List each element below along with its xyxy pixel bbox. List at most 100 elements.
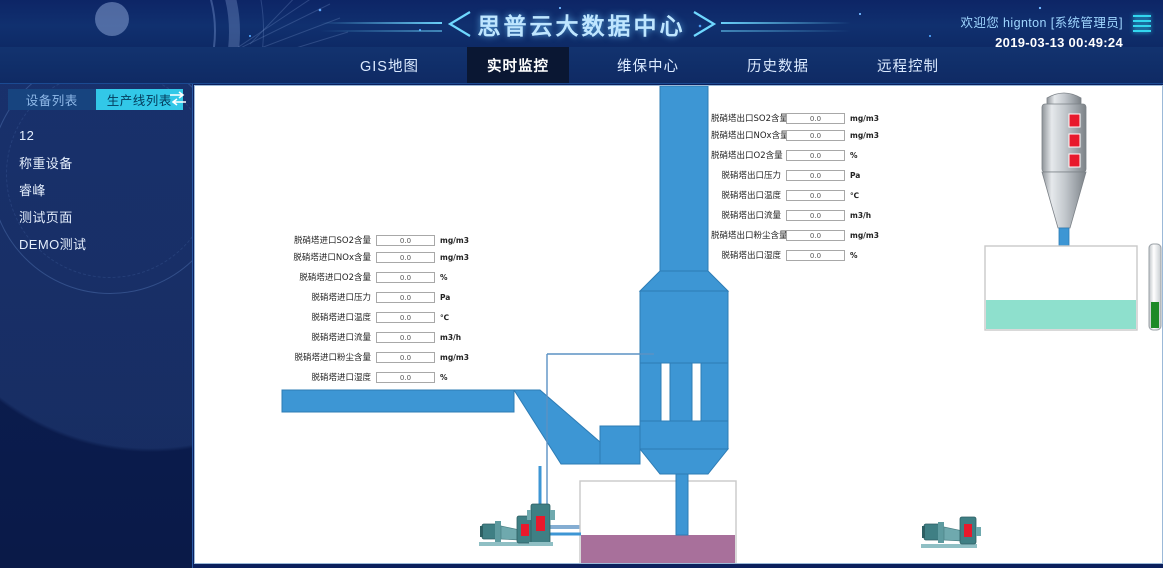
signal-line-3 — [546, 527, 584, 546]
param-unit: Pa — [440, 292, 451, 302]
param-label: 脱硝塔进口粉尘含量 — [294, 353, 371, 363]
param-value-input[interactable]: 0.0 — [786, 209, 845, 221]
reagent-silo-body — [1041, 103, 1087, 173]
slurry-tank — [579, 480, 737, 563]
param-unit: ℃ — [440, 312, 450, 322]
param-unit: m3/h — [850, 210, 872, 220]
param-row-outlet-flow: 脱硝塔出口流量 0.0 m3/h — [711, 208, 879, 222]
param-label: 脱硝塔进口SO2含量 — [294, 236, 371, 246]
param-value-input[interactable]: 0.0 — [786, 249, 845, 261]
nav-item-remote-control[interactable]: 远程控制 — [876, 58, 939, 75]
param-value-input[interactable]: 0.0 — [786, 189, 845, 201]
param-value-input[interactable]: 0.0 — [786, 112, 845, 124]
param-value-input[interactable]: 0.0 — [376, 351, 435, 363]
chimney-stack — [659, 86, 709, 272]
header-chevron-left — [444, 10, 472, 38]
tower-hopper — [638, 448, 730, 475]
inlet-duct-mouth — [599, 425, 641, 465]
nav-item-history-data[interactable]: 历史数据 — [746, 58, 809, 75]
tree-item-test-page[interactable]: 测试页面 — [19, 209, 73, 225]
datetime-display: 2019-03-13 00:49:24 — [995, 35, 1123, 47]
nav-item-gis-map[interactable]: GIS地图 — [360, 58, 419, 75]
param-value-input[interactable]: 0.0 — [376, 271, 435, 283]
collapse-arrows-icon[interactable] — [168, 90, 188, 107]
reagent-tank-liquid — [986, 300, 1136, 329]
level-gauge — [1148, 243, 1162, 331]
nav-item-maintenance-center[interactable]: 维保中心 — [616, 58, 679, 75]
param-row-inlet-pressure: 脱硝塔进口压力 0.0 Pa — [291, 290, 469, 304]
param-row-outlet-o2: 脱硝塔出口O2含量 0.0 % — [711, 148, 879, 162]
param-value-input[interactable]: 0.0 — [376, 251, 435, 263]
reagent-tank — [984, 245, 1138, 331]
param-row-inlet-nox: 脱硝塔进口NOx含量 0.0 mg/m3 — [291, 250, 469, 264]
param-unit: mg/m3 — [850, 230, 879, 240]
param-value-input[interactable]: 0.0 — [786, 149, 845, 161]
header-line-right-1 — [721, 22, 851, 24]
app-header: 思普云大数据中心 欢迎您 hignton [系统管理员] 2019-03-13 … — [0, 0, 1163, 47]
sidebar-decor-arc-2 — [6, 84, 192, 278]
param-unit: % — [850, 150, 858, 160]
param-row-inlet-o2: 脱硝塔进口O2含量 0.0 % — [291, 270, 469, 284]
nav-item-realtime-monitor[interactable]: 实时监控 — [466, 47, 569, 83]
param-label: 脱硝塔进口NOx含量 — [293, 253, 371, 263]
scrubber-tower-lower — [639, 420, 729, 450]
header-line-left-1 — [320, 22, 442, 24]
param-row-outlet-temperature: 脱硝塔出口温度 0.0 ℃ — [711, 188, 879, 202]
inlet-parameter-panel: 脱硝塔进口SO2含量 0.0 mg/m3 脱硝塔进口NOx含量 0.0 mg/m… — [291, 233, 469, 387]
header-chevron-right — [692, 10, 720, 38]
header-line-left-2 — [320, 30, 442, 32]
stack-transition — [638, 270, 730, 292]
param-label: 脱硝塔出口O2含量 — [711, 151, 783, 161]
downcomer-pipe — [675, 473, 689, 563]
silo-discharge-pipe — [1058, 227, 1070, 277]
param-value-input[interactable]: 0.0 — [376, 331, 435, 343]
tree-item-ruifeng[interactable]: 睿峰 — [19, 182, 46, 198]
param-unit: m3/h — [440, 332, 462, 342]
param-unit: ℃ — [850, 190, 860, 200]
param-label: 脱硝塔进口流量 — [311, 333, 371, 343]
header-starfield — [0, 0, 1163, 47]
param-unit: mg/m3 — [440, 235, 469, 245]
param-unit: mg/m3 — [440, 252, 469, 262]
silo-indicator-1 — [1068, 113, 1081, 128]
header-decor-dot — [95, 2, 129, 36]
tree-item-weighing-equipment[interactable]: 称重设备 — [19, 155, 73, 171]
scrubber-tower-body — [639, 362, 729, 422]
param-value-input[interactable]: 0.0 — [786, 169, 845, 181]
param-row-outlet-so2: 脱硝塔出口SO2含量 0.0 mg/m3 — [711, 111, 879, 125]
param-value-input[interactable]: 0.0 — [376, 371, 435, 383]
silo-indicator-3 — [1068, 153, 1081, 168]
param-value-input[interactable]: 0.0 — [376, 291, 435, 303]
param-unit: Pa — [850, 170, 861, 180]
slurry-pump-2 — [527, 503, 555, 546]
param-value-input[interactable]: 0.0 — [376, 234, 435, 246]
param-row-inlet-temperature: 脱硝塔进口温度 0.0 ℃ — [291, 310, 469, 324]
tree-item-demo-test[interactable]: DEMO测试 — [19, 236, 87, 252]
main-nav: GIS地图 实时监控 维保中心 历史数据 远程控制 — [0, 47, 1163, 84]
param-row-outlet-humidity: 脱硝塔出口湿度 0.0 % — [711, 248, 879, 262]
param-unit: mg/m3 — [850, 113, 879, 123]
param-value-input[interactable]: 0.0 — [376, 311, 435, 323]
sidebar-tab-device-list[interactable]: 设备列表 — [8, 89, 96, 110]
level-gauge-fill — [1151, 302, 1159, 328]
param-row-inlet-so2: 脱硝塔进口SO2含量 0.0 mg/m3 — [291, 233, 469, 247]
param-value-input[interactable]: 0.0 — [786, 229, 845, 241]
user-info-box: 欢迎您 hignton [系统管理员] 2019-03-13 00:49:24 — [960, 12, 1123, 47]
inlet-duct-elbow — [513, 389, 601, 465]
param-row-outlet-pressure: 脱硝塔出口压力 0.0 Pa — [711, 168, 879, 182]
tree-item-12[interactable]: 12 — [19, 127, 35, 143]
outlet-parameter-panel: 脱硝塔出口SO2含量 0.0 mg/m3 脱硝塔出口NOx含量 0.0 mg/m… — [711, 111, 879, 265]
param-label: 脱硝塔进口温度 — [311, 313, 371, 323]
welcome-text: 欢迎您 hignton [系统管理员] — [960, 16, 1123, 30]
param-unit: % — [440, 272, 448, 282]
param-value-input[interactable]: 0.0 — [786, 129, 845, 141]
scada-canvas: 脱硝塔进口SO2含量 0.0 mg/m3 脱硝塔进口NOx含量 0.0 mg/m… — [194, 85, 1163, 564]
param-unit: mg/m3 — [440, 352, 469, 362]
inlet-duct — [281, 389, 515, 413]
param-row-outlet-dust: 脱硝塔出口粉尘含量 0.0 mg/m3 — [711, 228, 879, 242]
param-label: 脱硝塔出口压力 — [721, 171, 781, 181]
list-menu-icon[interactable] — [1133, 15, 1151, 32]
param-row-inlet-humidity: 脱硝塔进口湿度 0.0 % — [291, 370, 469, 384]
slurry-tank-liquid — [581, 535, 735, 563]
sidebar-tab-production-line-list[interactable]: 生产线列表 — [95, 89, 183, 110]
